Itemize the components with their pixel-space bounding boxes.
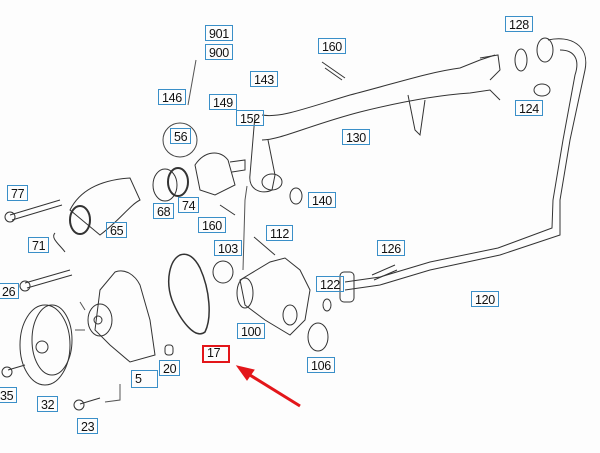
callout-71[interactable]: 71 [28, 237, 50, 253]
bolt-112 [253, 236, 276, 256]
callout-160-mid[interactable]: 160 [198, 217, 226, 233]
bolt-126 [371, 264, 398, 281]
callout-100[interactable]: 100 [237, 323, 265, 339]
bolt-160 [321, 61, 346, 81]
callout-56[interactable]: 56 [170, 128, 192, 144]
callout-65[interactable]: 65 [106, 222, 128, 238]
callout-140[interactable]: 140 [308, 192, 336, 208]
callout-23[interactable]: 23 [77, 418, 99, 434]
highlight-arrow [244, 370, 301, 408]
callout-5[interactable]: 5 [131, 370, 158, 388]
callout-120[interactable]: 120 [471, 291, 499, 307]
callout-143[interactable]: 143 [250, 71, 278, 87]
callout-149[interactable]: 149 [209, 94, 237, 110]
callout-900[interactable]: 900 [205, 44, 233, 60]
callout-901[interactable]: 901 [205, 25, 233, 41]
callout-122[interactable]: 122 [316, 276, 344, 292]
housing-100 [239, 257, 311, 336]
callout-128[interactable]: 128 [505, 16, 533, 32]
callout-17-highlighted[interactable]: 17 [202, 345, 230, 363]
callout-20[interactable]: 20 [159, 360, 181, 376]
coolant-pipe-130 [261, 54, 496, 117]
callout-106[interactable]: 106 [307, 357, 335, 373]
callout-130[interactable]: 130 [342, 129, 370, 145]
bolt-160b [219, 204, 236, 216]
housing-65 [69, 177, 141, 236]
callout-152[interactable]: 152 [236, 110, 264, 126]
callout-77[interactable]: 77 [7, 185, 29, 201]
pulley-32 [19, 304, 71, 386]
bolt-77 [9, 199, 63, 221]
callout-68[interactable]: 68 [153, 203, 175, 219]
callout-112[interactable]: 112 [266, 225, 294, 241]
callout-160-top[interactable]: 160 [318, 38, 346, 54]
callout-126[interactable]: 126 [377, 240, 405, 256]
callout-146[interactable]: 146 [158, 89, 186, 105]
callout-124[interactable]: 124 [515, 100, 543, 116]
gasket-17 [168, 253, 210, 335]
callout-26[interactable]: 26 [0, 283, 20, 299]
callout-74[interactable]: 74 [178, 197, 200, 213]
bolt-26 [24, 269, 73, 289]
water-pump-5 [94, 270, 156, 363]
callout-103[interactable]: 103 [214, 240, 242, 256]
hose-120 [344, 38, 587, 291]
callout-35[interactable]: 35 [0, 387, 18, 403]
callout-32[interactable]: 32 [37, 396, 59, 412]
